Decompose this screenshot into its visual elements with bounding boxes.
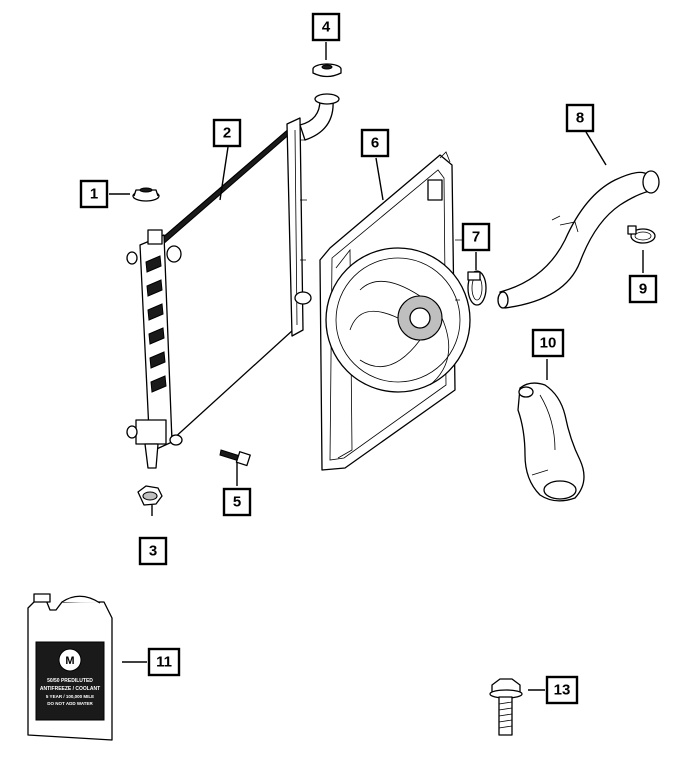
callout-11-label: 11 xyxy=(156,654,172,671)
callout-6-label: 6 xyxy=(371,135,379,152)
callout-10-label: 10 xyxy=(540,335,557,352)
callout-8-label: 8 xyxy=(576,110,584,127)
callout-7-label: 7 xyxy=(472,229,480,246)
hose-clamp-part xyxy=(627,225,656,244)
radiator-part xyxy=(126,93,340,469)
callout-5: 5 xyxy=(222,487,252,517)
radiator-drain-cap-part xyxy=(132,187,160,202)
jug-label-line4: DO NOT ADD WATER xyxy=(47,701,93,706)
callout-13-label: 13 xyxy=(554,682,571,699)
callout-7: 7 xyxy=(461,222,491,252)
callout-2-label: 2 xyxy=(223,125,231,142)
fan-shroud-assembly-part xyxy=(319,151,471,471)
callout-1-label: 1 xyxy=(90,186,98,203)
upper-radiator-hose-part xyxy=(497,170,660,309)
leader-lines xyxy=(109,42,644,691)
callout-6: 6 xyxy=(360,128,390,158)
callout-13: 13 xyxy=(545,675,579,705)
jug-label-line3: 5 YEAR / 100,000 MILE xyxy=(46,694,94,699)
callout-2: 2 xyxy=(212,118,242,148)
callout-8: 8 xyxy=(565,103,595,133)
svg-text:M: M xyxy=(65,655,74,667)
callout-4-label: 4 xyxy=(322,19,331,36)
radiator-cap-part xyxy=(312,63,342,78)
drain-plug-part xyxy=(137,485,163,506)
callout-9-label: 9 xyxy=(639,281,647,298)
callout-11: 11 xyxy=(147,647,181,677)
coolant-jug-part: M 50/50 PREDILUTED ANTIFREEZE / COOLANT … xyxy=(27,593,113,741)
jug-label-line1: 50/50 PREDILUTED xyxy=(47,678,93,684)
lower-radiator-hose-part xyxy=(517,382,585,502)
callout-3-label: 3 xyxy=(149,543,157,560)
jug-label-line2: ANTIFREEZE / COOLANT xyxy=(40,686,100,692)
callout-3: 3 xyxy=(138,536,168,566)
callout-4: 4 xyxy=(311,12,341,42)
hose-clamp-part xyxy=(467,270,487,306)
bolt-part xyxy=(489,678,523,736)
callout-10: 10 xyxy=(531,328,565,358)
callout-9: 9 xyxy=(628,274,658,304)
callout-1: 1 xyxy=(79,179,109,209)
sensor-part xyxy=(219,449,251,467)
callout-5-label: 5 xyxy=(233,494,241,511)
